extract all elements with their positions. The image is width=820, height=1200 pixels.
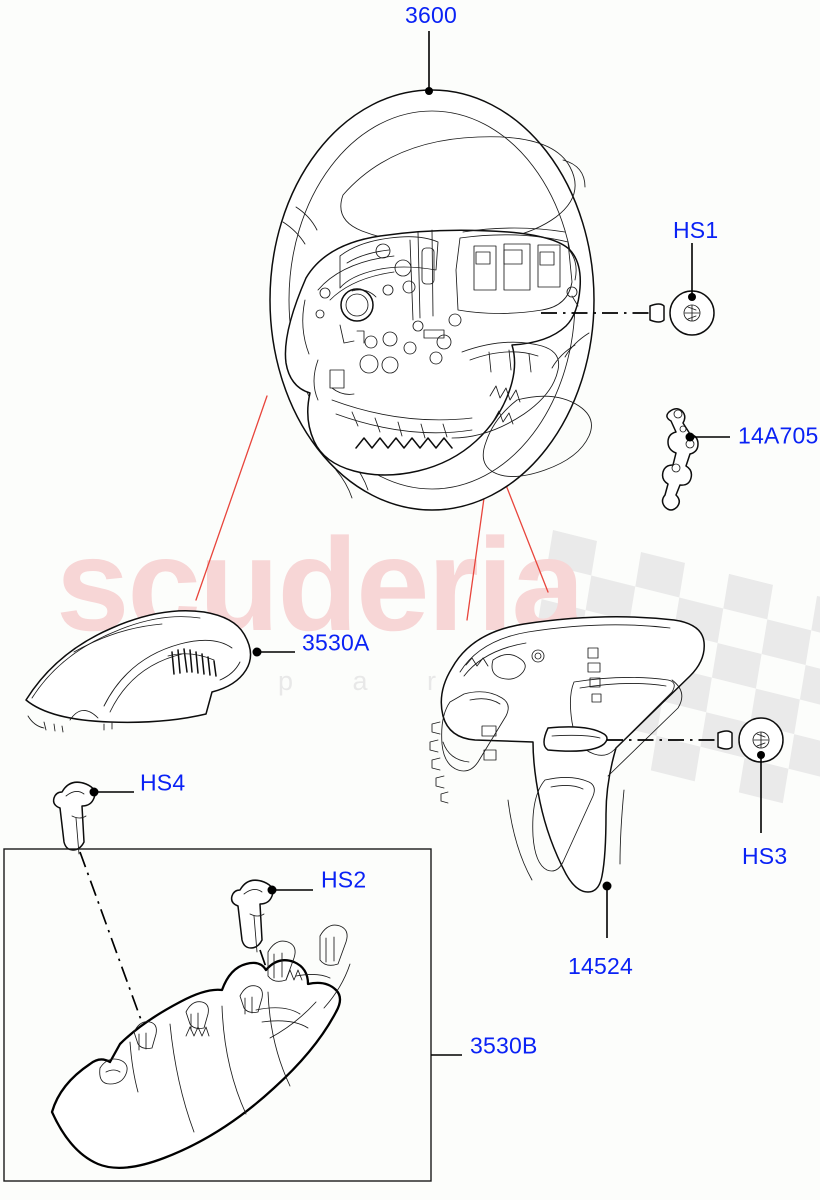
callout-label-hs4: HS4: [140, 769, 186, 796]
lower-shroud-detail-box: [3, 848, 432, 1182]
callout-label-3530b: 3530B: [470, 1032, 538, 1059]
callout-label-hs3: HS3: [742, 843, 788, 869]
callout-label-hs1: HS1: [673, 217, 719, 243]
callout-label-14524: 14524: [568, 953, 633, 979]
callout-label-hs2: HS2: [321, 866, 367, 893]
screw-icon-hs1: [541, 243, 715, 336]
steering-wheel-armature: [284, 227, 582, 476]
callout-label-14a705: 14A705: [738, 422, 819, 449]
clip-icon-hs2: [230, 879, 313, 1037]
shroud-lower-icon: [50, 924, 462, 1169]
callout-label-3530a: 3530A: [302, 629, 370, 656]
bezel-icon: [429, 616, 705, 938]
clip-icon-hs4: [52, 781, 153, 1051]
callout-label-3600: 3600: [405, 2, 457, 28]
steering-wheel-icon: [269, 31, 595, 511]
screw-icon-hs3: [607, 717, 784, 833]
shroud-upper-icon: [25, 609, 295, 733]
harness-link-icon: [661, 408, 730, 511]
